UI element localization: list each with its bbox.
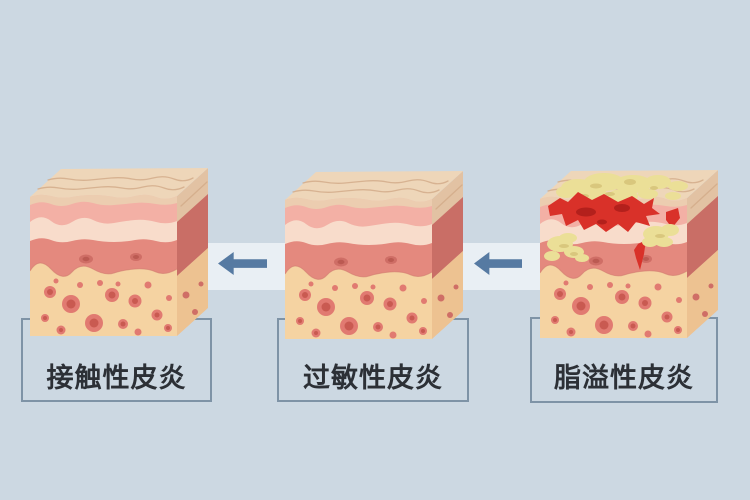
block-label-contact: 接触性皮炎 bbox=[46, 363, 187, 393]
arrow-left-icon bbox=[218, 252, 267, 275]
block-label-allergic: 过敏性皮炎 bbox=[303, 363, 443, 393]
arrow-left-icon bbox=[474, 252, 522, 275]
block-label-seborrheic: 脂溢性皮炎 bbox=[554, 363, 694, 393]
skin-block-allergic bbox=[283, 167, 465, 357]
skin-block-seborrheic bbox=[538, 166, 720, 356]
skin-block-contact bbox=[28, 164, 210, 354]
